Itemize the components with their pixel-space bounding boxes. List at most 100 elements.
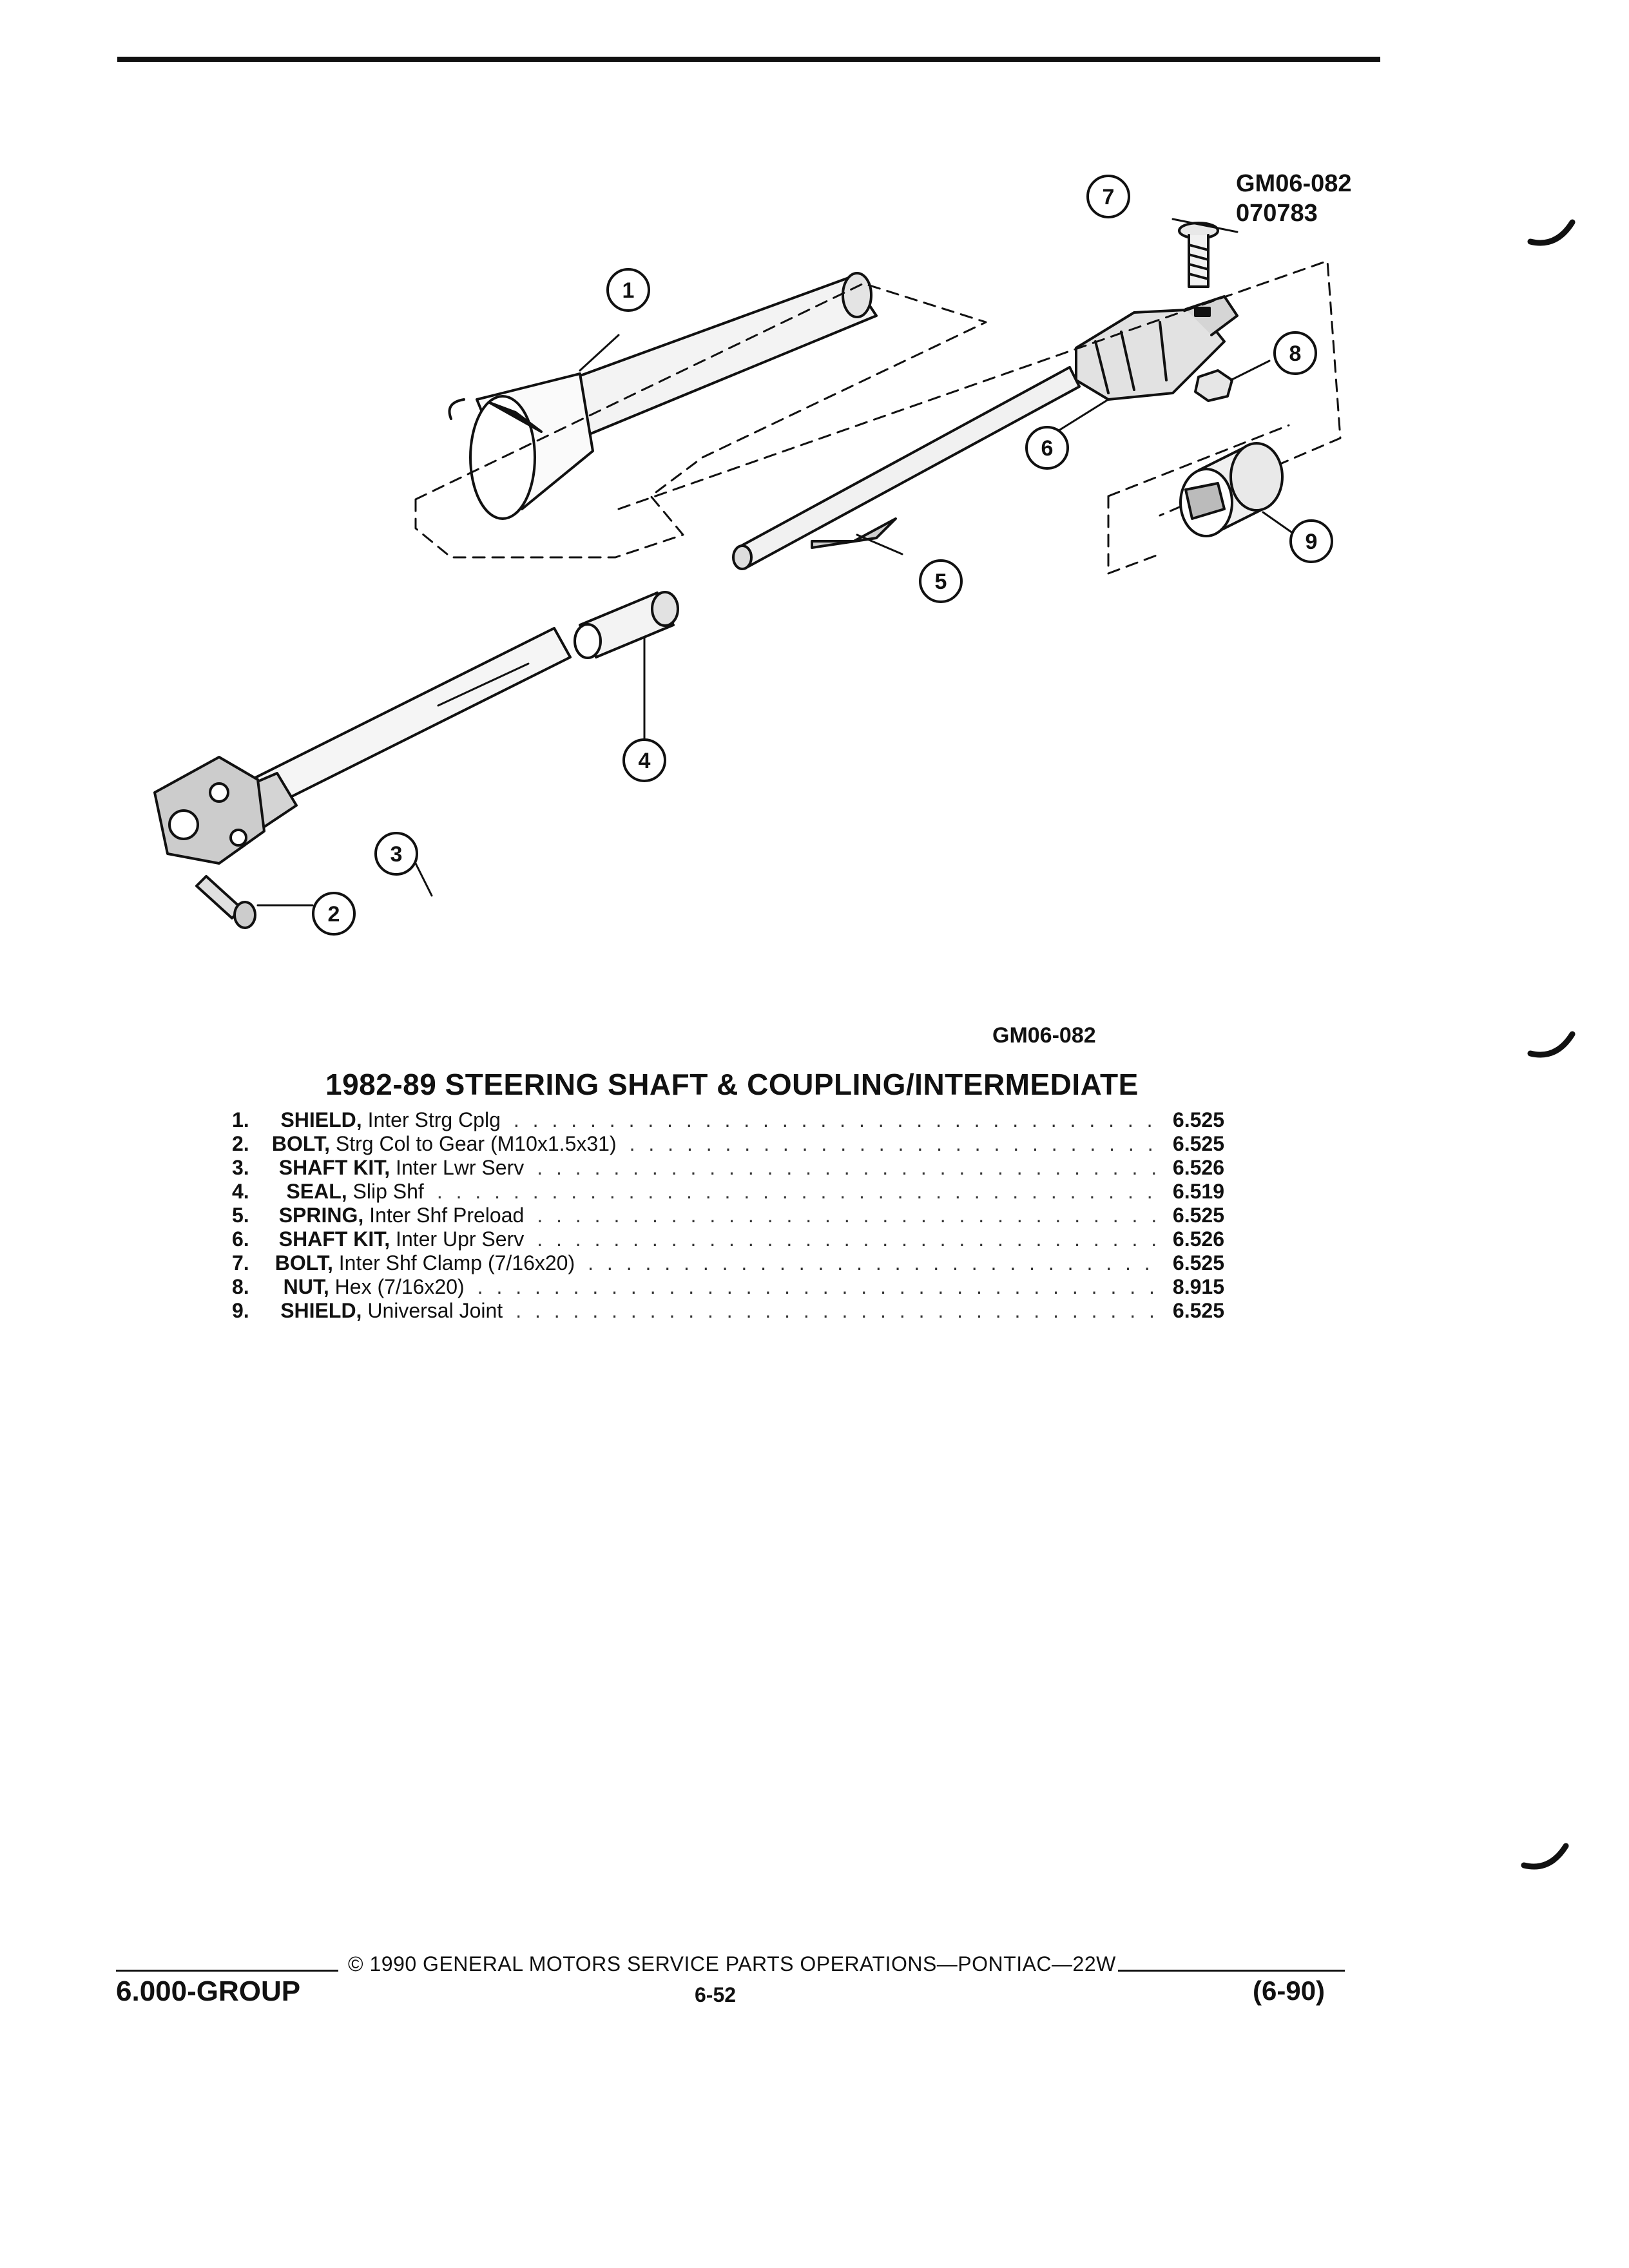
leader-dots: . . . . . . . . . . . . . . . . . . . . …: [588, 1251, 1160, 1274]
binder-mark: [1527, 1031, 1576, 1058]
part-detail: Hex (7/16x20): [329, 1275, 465, 1298]
callout-1: 1: [606, 268, 650, 312]
part-description: BOLT, Inter Shf Clamp (7/16x20): [275, 1251, 575, 1275]
part-detail: Inter Upr Serv: [390, 1227, 525, 1251]
diagram-date-code: 070783: [1236, 200, 1318, 227]
callout-7: 7: [1086, 175, 1130, 218]
leader-dots: . . . . . . . . . . . . . . . . . . . . …: [537, 1227, 1160, 1251]
callout-2: 2: [312, 892, 356, 936]
callout-8: 8: [1273, 331, 1317, 375]
footer-group: 6.000-GROUP: [116, 1975, 301, 2007]
callout-4-label: 4: [639, 749, 651, 773]
leader-dots: . . . . . . . . . . . . . . . . . . . . …: [436, 1180, 1160, 1203]
callout-9: 9: [1289, 519, 1333, 563]
footer-date: (6-90): [1253, 1975, 1325, 2006]
part-number: 3.: [232, 1156, 249, 1179]
part-number: 7.: [232, 1251, 249, 1274]
part-reference: 6.526: [1172, 1156, 1224, 1179]
part-reference: 8.915: [1172, 1275, 1224, 1298]
leader-dots: . . . . . . . . . . . . . . . . . . . . …: [477, 1275, 1160, 1298]
part-name: SHAFT KIT,: [278, 1156, 390, 1179]
part-detail: Inter Strg Cplg: [361, 1108, 501, 1131]
footer-rule-left: [116, 1970, 338, 1972]
callout-7-label: 7: [1103, 185, 1115, 209]
part-row: 1. SHIELD, Inter Strg Cplg . . . . . . .…: [232, 1108, 1224, 1132]
part-description: SHAFT KIT, Inter Lwr Serv: [279, 1156, 525, 1180]
part-1-shield: [448, 272, 878, 520]
part-5-spring: [811, 517, 897, 549]
part-description: NUT, Hex (7/16x20): [284, 1275, 465, 1299]
part-1-outline: [414, 282, 987, 559]
part-detail: Universal Joint: [361, 1299, 503, 1322]
leader-dots: . . . . . . . . . . . . . . . . . . . . …: [516, 1299, 1160, 1322]
part-number: 9.: [232, 1299, 249, 1322]
part-name: NUT,: [283, 1275, 329, 1298]
diagram-code: GM06-082: [1236, 170, 1352, 197]
part-row: 7. BOLT, Inter Shf Clamp (7/16x20) . . .…: [232, 1251, 1224, 1275]
part-9-outline: [1107, 424, 1290, 575]
diagram-caption-code: GM06-082: [992, 1023, 1096, 1048]
callout-5: 5: [919, 559, 963, 603]
part-7-bolt: [1178, 222, 1219, 288]
part-description: SPRING, Inter Shf Preload: [279, 1204, 525, 1227]
part-9-shield: [1179, 442, 1284, 537]
part-name: SPRING,: [278, 1204, 364, 1227]
part-name: BOLT,: [275, 1251, 333, 1274]
part-row: 6. SHAFT KIT, Inter Upr Serv . . . . . .…: [232, 1227, 1224, 1251]
part-name: SHAFT KIT,: [278, 1227, 390, 1251]
leader-dots: . . . . . . . . . . . . . . . . . . . . …: [537, 1156, 1160, 1179]
part-number: 2.: [232, 1132, 249, 1155]
part-detail: Inter Lwr Serv: [390, 1156, 525, 1179]
part-number: 4.: [232, 1180, 249, 1203]
part-description: SHIELD, Inter Strg Cplg: [280, 1108, 500, 1132]
part-reference: 6.525: [1172, 1251, 1224, 1274]
part-reference: 6.525: [1172, 1204, 1224, 1227]
callout-4: 4: [622, 738, 666, 782]
part-reference: 6.525: [1172, 1299, 1224, 1322]
part-row: 5. SPRING, Inter Shf Preload . . . . . .…: [232, 1204, 1224, 1227]
part-row: 4. SEAL, Slip Shf . . . . . . . . . . . …: [232, 1180, 1224, 1204]
leader-dots: . . . . . . . . . . . . . . . . . . . . …: [629, 1132, 1160, 1155]
callout-8-label: 8: [1289, 341, 1302, 366]
section-title: 1982-89 STEERING SHAFT & COUPLING/INTERM…: [325, 1068, 1139, 1101]
part-3-lower-shaft: [153, 627, 572, 865]
top-rule: [117, 57, 1380, 62]
binder-mark: [1527, 219, 1576, 246]
callout-3: 3: [374, 832, 418, 876]
leader-lines: [256, 218, 1296, 907]
part-description: SHIELD, Universal Joint: [280, 1299, 503, 1323]
part-row: 8. NUT, Hex (7/16x20) . . . . . . . . . …: [232, 1275, 1224, 1299]
part-number: 8.: [232, 1275, 249, 1298]
part-detail: Inter Shf Preload: [363, 1204, 525, 1227]
part-detail: Slip Shf: [347, 1180, 424, 1203]
part-row: 2. BOLT, Strg Col to Gear (M10x1.5x31) .…: [232, 1132, 1224, 1156]
part-row: 3. SHAFT KIT, Inter Lwr Serv . . . . . .…: [232, 1156, 1224, 1180]
parts-list: 1. SHIELD, Inter Strg Cplg . . . . . . .…: [232, 1108, 1224, 1323]
part-description: BOLT, Strg Col to Gear (M10x1.5x31): [272, 1132, 617, 1156]
part-description: SHAFT KIT, Inter Upr Serv: [279, 1227, 525, 1251]
part-number: 1.: [232, 1108, 249, 1131]
part-name: SEAL,: [286, 1180, 347, 1203]
footer-copyright: © 1990 GENERAL MOTORS SERVICE PARTS OPER…: [348, 1952, 1116, 1975]
part-number: 6.: [232, 1227, 249, 1251]
part-row: 9. SHIELD, Universal Joint . . . . . . .…: [232, 1299, 1224, 1323]
part-description: SEAL, Slip Shf: [286, 1180, 423, 1204]
callout-5-label: 5: [935, 570, 947, 594]
callout-2-label: 2: [328, 902, 340, 927]
part-reference: 6.519: [1172, 1180, 1224, 1203]
diagram-code-block: GM06-082 070783: [1236, 169, 1352, 228]
callout-1-label: 1: [622, 278, 635, 303]
callout-3-label: 3: [390, 842, 403, 867]
part-4-seal: [574, 591, 679, 659]
leader-dots: . . . . . . . . . . . . . . . . . . . . …: [537, 1204, 1160, 1227]
part-6-upper-shaft: [732, 295, 1239, 570]
part-2-bolt: [195, 875, 256, 929]
part-name: SHIELD,: [280, 1108, 362, 1131]
binder-mark: [1521, 1843, 1569, 1870]
callout-9-label: 9: [1306, 530, 1318, 554]
part-name: SHIELD,: [280, 1299, 362, 1322]
part-reference: 6.525: [1172, 1132, 1224, 1155]
exploded-parts-diagram: 1 2 3 4 5 6 7 8 9: [153, 175, 1342, 936]
callout-6-label: 6: [1041, 436, 1054, 461]
footer-rule-right: [1118, 1970, 1345, 1972]
